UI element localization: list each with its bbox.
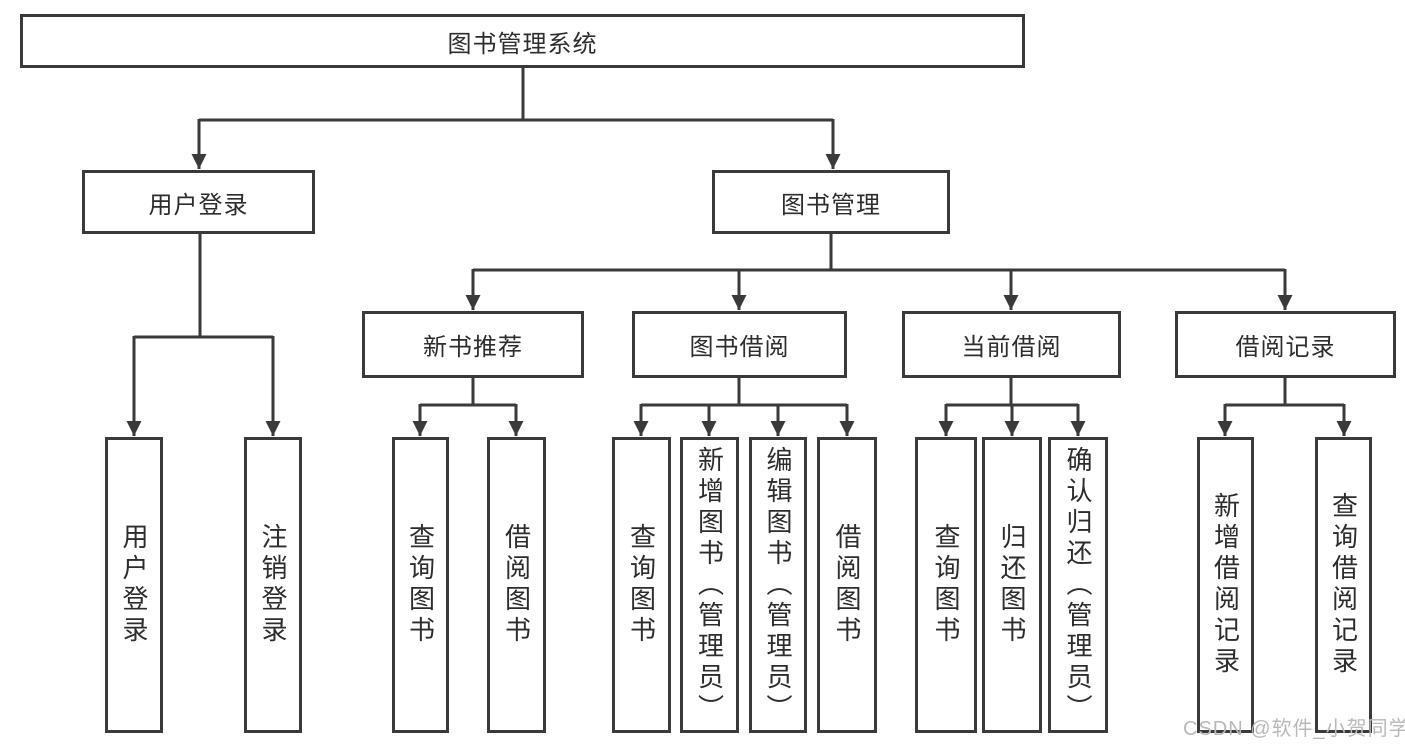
node-user-login: 用户登录 bbox=[82, 170, 315, 234]
node-borrow-records: 借阅记录 bbox=[1175, 311, 1396, 378]
node-current-borrow: 当前借阅 bbox=[902, 311, 1121, 378]
connector-new-book-recommend-trunk bbox=[420, 377, 516, 407]
leaf-borrow-books: 借阅图书 bbox=[817, 437, 877, 733]
node-new-book-recommend: 新书推荐 bbox=[362, 311, 584, 378]
leaf-query-books: 查询图书 bbox=[612, 437, 671, 733]
connector-book-management-trunk bbox=[473, 233, 1285, 272]
leaf-query-books: 查询图书 bbox=[915, 437, 977, 733]
node-book-management: 图书管理 bbox=[712, 170, 950, 234]
connector-borrow-records-trunk bbox=[1225, 377, 1344, 407]
leaf-logout: 注销登录 bbox=[244, 437, 302, 733]
leaf-add-books-admin: 新增图书（管理员） bbox=[680, 437, 739, 733]
leaf-return-books: 归还图书 bbox=[982, 437, 1042, 733]
leaf-confirm-return-admin: 确认归还（管理员） bbox=[1048, 437, 1108, 733]
connector-root-trunk bbox=[199, 67, 833, 122]
leaf-add-borrow-record: 新增借阅记录 bbox=[1197, 437, 1254, 733]
leaf-borrow-books: 借阅图书 bbox=[487, 437, 546, 733]
node-book-borrow: 图书借阅 bbox=[632, 311, 847, 378]
watermark: CSDN @软件_小贺同学 bbox=[1183, 718, 1405, 740]
leaf-query-books: 查询图书 bbox=[392, 437, 449, 733]
leaf-edit-books-admin: 编辑图书（管理员） bbox=[749, 437, 807, 733]
leaf-query-borrow-record: 查询借阅记录 bbox=[1315, 437, 1372, 733]
node-library-management-system: 图书管理系统 bbox=[20, 14, 1025, 68]
connector-current-borrow-trunk bbox=[946, 377, 1078, 407]
connector-user-login-trunk bbox=[134, 233, 273, 339]
connector-book-borrow-trunk bbox=[641, 377, 847, 407]
leaf-user-login: 用户登录 bbox=[105, 437, 163, 733]
